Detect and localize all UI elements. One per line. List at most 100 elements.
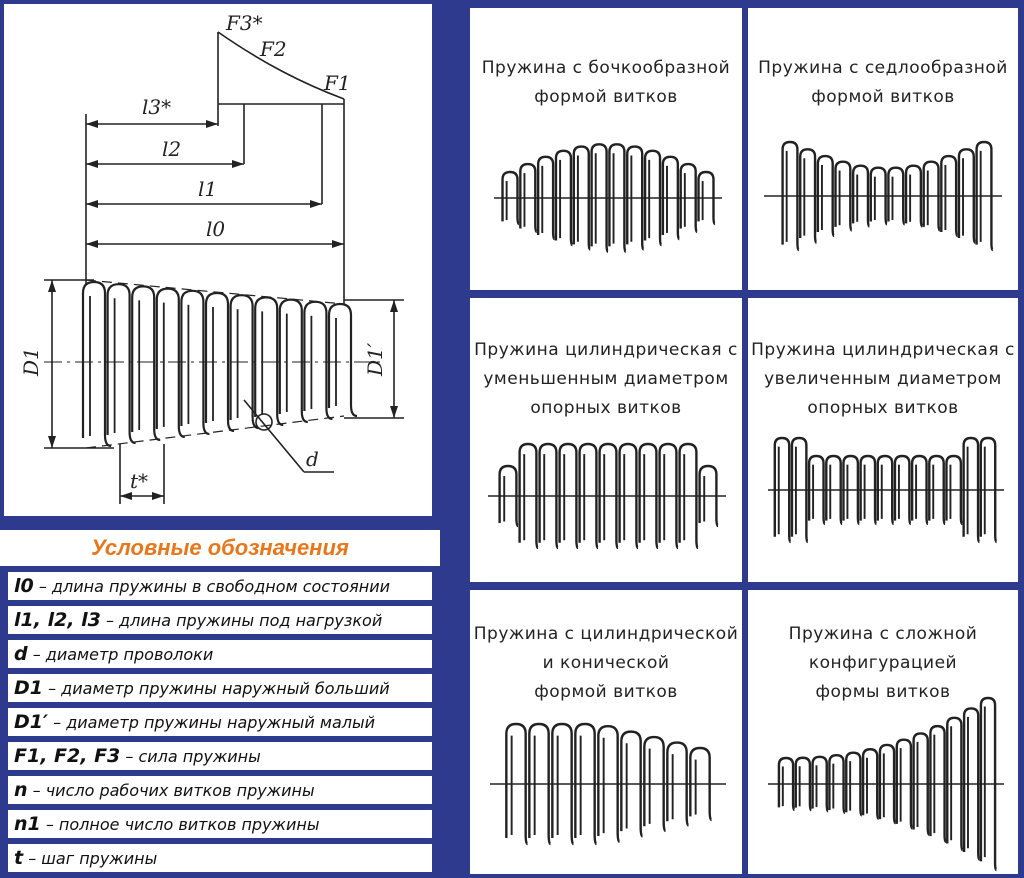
coil-turn [661,155,680,241]
coil-turn [643,735,666,833]
main-spring-turn [204,291,235,433]
legend-text: – полное число витков пружины [45,815,320,834]
legend-item: d – диаметр проволоки [8,640,432,668]
caption-line1: Пружина с сложной [788,624,978,644]
caption-line2: конфигурацией [808,653,958,673]
coil-turn [887,166,906,226]
coil-turn [574,722,597,846]
coil-turn [590,143,609,253]
dimension-arrowhead [86,240,98,248]
spring-reduced-ends-drawing [488,442,726,550]
spring-coil [773,436,998,544]
spring-coil [501,143,716,253]
caption-line3: формы витков [815,682,951,702]
legend-text: – сила пружины [125,747,261,766]
coil-turn [781,140,800,252]
main-spring-turn [278,298,308,424]
legend-symbol: d [14,643,28,665]
coil-turn [861,748,880,820]
dimension-arrowhead [152,492,164,500]
caption-line3: опорных витков [530,398,682,418]
coil-turn [834,160,853,232]
coil-turn [790,436,809,544]
label-t: t* [130,469,148,493]
coil-turn [929,724,947,844]
coil-turn [626,145,645,251]
caption-line2: и конической [542,653,670,673]
coil-turn [501,170,520,226]
coil-turn [538,442,559,550]
coil-turn [828,753,846,815]
coil-turn [638,442,659,550]
spring-panel-enlarged: Пружина цилиндрическая с увеличенным диа… [748,298,1018,582]
coil-turn [777,756,796,812]
caption-line1: Пружина с цилиндрической [473,624,739,644]
label-d: d [306,447,319,471]
coil-turn [928,454,946,526]
legend-symbol: l0 [14,575,34,597]
caption-line1: Пружина цилиндрическая с [751,340,1015,360]
caption-line2: уменьшенным диаметром [483,369,729,389]
dimension-arrowhead [390,300,398,312]
spring-barrel-drawing [494,143,722,253]
coil-turn [893,454,912,526]
dimension-arrowhead [332,240,344,248]
coil-turn [975,140,994,252]
spring-coil [498,442,719,550]
coil-turn [794,756,812,812]
caption-line3: опорных витков [807,398,959,418]
label-l2: l2 [162,137,181,161]
coil-turn [618,442,639,550]
spring-dimension-drawing: F3* F2 F1 l3* l2 l1 l0 D1 D1′ d t* [19,11,404,504]
coil-turn [962,707,981,861]
envelope-bottom [85,415,345,449]
coil-turn [869,166,888,226]
caption-line1: Пружина с бочкообразной [481,58,731,78]
wire-section-circle [255,413,273,431]
caption-line2: формой витков [811,87,955,107]
spring-coil [505,722,712,846]
leader-d [243,399,305,473]
coil-turn [554,149,573,247]
legend-symbol: l1, l2, l3 [14,609,101,631]
dimension-arrowhead [48,280,56,292]
coil-turn [962,436,981,544]
coil-turn [666,741,689,827]
coil-turn [698,464,719,528]
legend-text: – диаметр пружины наружный малый [53,713,376,732]
coil-turn [519,162,538,234]
spring-panel-saddle: Пружина с седлообразной формой витков [748,8,1018,290]
dimension-arrowhead [232,160,244,168]
main-spring-turn [303,300,333,421]
coil-turn [689,746,712,822]
legend-text: – диаметр пружины наружный больший [48,679,390,698]
main-spring-turn [254,296,284,427]
caption-line3: формой витков [534,682,678,702]
label-f3: F3* [225,11,263,35]
dimension-arrowhead [48,436,56,448]
label-d1-prime: D1′ [363,342,387,377]
legend-text: – длина пружины в свободном состоянии [38,577,391,596]
coil-turn [578,442,599,550]
coil-turn [597,724,620,844]
legend-item: l1, l2, l3 – длина пружины под нагрузкой [8,606,432,634]
coil-turn [811,755,829,813]
legend-text: – длина пружины под нагрузкой [105,611,383,630]
coil-turn [922,160,941,232]
label-l0: l0 [206,217,225,241]
coil-turn [904,164,923,228]
legend-symbol: D1 [14,677,43,699]
main-spring-turn [106,283,136,445]
caption-line1: Пружина с седлообразной [758,58,1008,78]
caption-line2: увеличенным диаметром [764,369,1002,389]
coil-turn [845,751,863,817]
label-f1: F1 [323,71,351,95]
coil-turn [598,442,619,550]
spring-panel-conical: Пружина с цилиндрической и конической фо… [470,590,742,874]
legend-item: F1, F2, F3 – сила пружины [8,742,432,770]
coil-turn [679,162,698,234]
dimension-arrowhead [206,120,218,128]
spring-panel-complex: Пружина с сложной конфигурацией формы ви… [748,590,1018,874]
spring-saddle-drawing [764,140,1002,252]
coil-turn [558,442,579,550]
